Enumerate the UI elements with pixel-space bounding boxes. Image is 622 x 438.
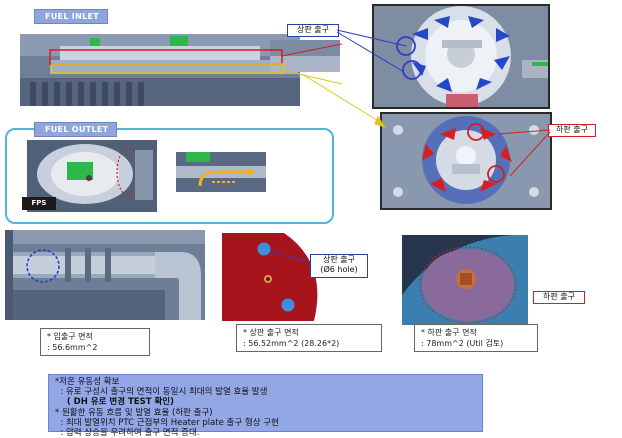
upper-outlet-area-title: * 상판 출구 면적 [243, 328, 299, 337]
design-notes-box: *저온 유동성 확보 : 유로 구성시 출구의 면적이 동일시 최대의 발열 효… [48, 374, 483, 438]
lower-outlet-leader-lines [497, 129, 551, 177]
upper-outlet-area-value: : 56.52mm^2 (28.26*2) [243, 339, 340, 348]
note-line: : 압력 상승을 우려하여 출구 면적 증대. [55, 428, 200, 438]
lower-outlet-area-title: * 하판 출구 면적 [421, 328, 477, 337]
outlet-section-image [176, 152, 266, 192]
upper-plate-holes-image [222, 233, 326, 321]
lower-outlet-area-value: : 78mm^2 (Util 검토) [421, 339, 504, 348]
note-line: * 원활한 유동 흐름 및 발열 효율 (하판 출구) [55, 407, 213, 418]
upper-outlet-leader-lines [336, 29, 407, 73]
upper-outlet-hole-title: 상판 출구 [323, 255, 355, 264]
fuel-outlet-frame [5, 128, 334, 224]
note-line: ( DH 유로 변경 TEST 확인) [55, 397, 175, 408]
lower-plate-image [380, 112, 552, 210]
note-line: *저온 유동성 확보 [55, 377, 120, 387]
inlet-pipe-image [5, 230, 205, 320]
fps-pump-image [27, 140, 157, 212]
lower-outlet-callout: 하판 출구 [548, 124, 596, 137]
inlet-area-value: : 56.6mm^2 [47, 343, 98, 352]
lower-outlet-detail-callout: 하판 출구 [533, 291, 585, 304]
lower-plate-detail-image [402, 235, 528, 325]
inlet-to-plate-pointer [301, 73, 386, 128]
note-line: : 최대 발열위치 PTC 근접부의 Heater plate 출구 형상 구현 [55, 417, 279, 428]
note-line: : 유로 구성시 출구의 면적이 동일시 최대의 발열 효율 발생 [55, 387, 268, 398]
lower-outlet-area-caption: * 하판 출구 면적 : 78mm^2 (Util 검토) [414, 324, 538, 352]
upper-outlet-hole-leader [269, 251, 311, 263]
upper-plate-image [372, 4, 550, 109]
fuel-inlet-section-image [20, 32, 342, 112]
fuel-outlet-label: FUEL OUTLET [34, 122, 118, 137]
inlet-area-title: * 입출구 면적 [47, 332, 93, 341]
upper-outlet-hole-callout: 상판 출구 (Ø6 hole) [310, 254, 368, 278]
fuel-inlet-label: FUEL INLET [34, 9, 108, 24]
fps-label: FPS [22, 197, 56, 210]
upper-outlet-hole-size: (Ø6 hole) [320, 265, 358, 274]
upper-outlet-area-caption: * 상판 출구 면적 : 56.52mm^2 (28.26*2) [236, 324, 382, 352]
inlet-area-caption: * 입출구 면적 : 56.6mm^2 [40, 328, 150, 356]
